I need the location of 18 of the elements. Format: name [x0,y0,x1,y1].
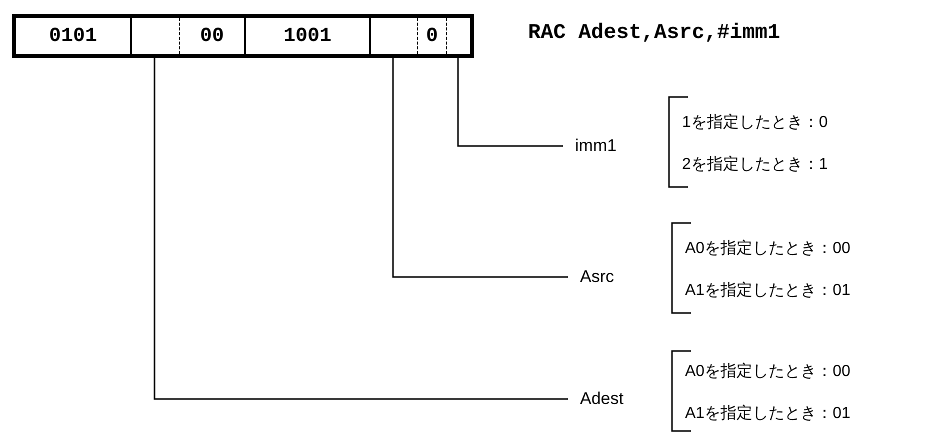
value-text: 1を指定したとき：0 [682,112,828,133]
value-text: A1を指定したとき：01 [685,280,850,301]
value-text: A0を指定したとき：00 [685,238,850,259]
bit-field-cell: 0 [417,18,446,54]
value-text: A1を指定したとき：01 [685,404,850,424]
value-text: 2を指定したとき：1 [682,154,828,175]
bit-field-cell: 00 [179,18,244,54]
instruction-syntax: RAC Adest,Asrc,#imm1 [528,22,780,45]
value-text: A0を指定したとき：00 [685,362,850,382]
leader-line [392,58,568,278]
bit-field-cell: 1001 [244,18,369,54]
field-name: Asrc [580,267,614,287]
field-name: Adest [580,389,624,409]
register-box [12,14,474,58]
field-name: imm1 [575,136,617,156]
bit-field-cell: 0101 [16,18,130,54]
leader-line [154,58,568,400]
leader-line [457,58,563,147]
